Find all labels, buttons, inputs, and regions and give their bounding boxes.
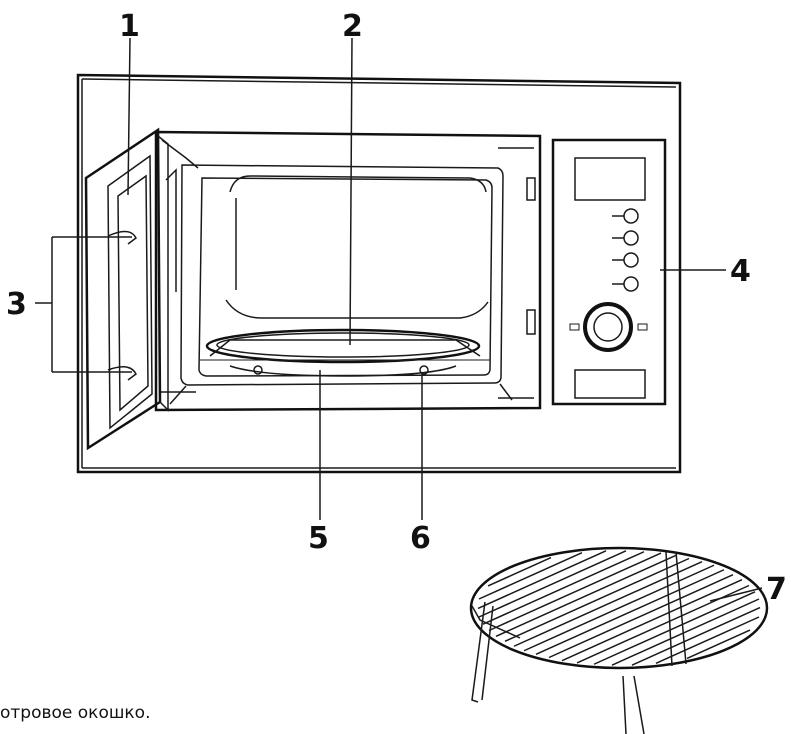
rack-bar: [561, 578, 743, 662]
callout-5: 5: [308, 521, 329, 556]
display-window: [574, 157, 646, 201]
oven-frame: [76, 73, 682, 474]
control-buttons: [612, 208, 639, 292]
rack-bar: [548, 574, 734, 659]
rack-bar: [611, 598, 760, 666]
control-panel: [551, 138, 667, 406]
callout-6: 6: [410, 521, 431, 556]
callout-7: 7: [766, 572, 787, 607]
rack-bar: [593, 591, 756, 665]
rack-bar: [495, 554, 677, 638]
rack-bar: [504, 557, 690, 642]
rack-bar: [478, 551, 583, 600]
rack-bar: [482, 551, 645, 625]
leader-7: [709, 587, 763, 602]
rack-bar: [513, 560, 703, 647]
callout-1: 1: [119, 9, 140, 44]
door-release-button: [574, 369, 646, 399]
oven-door: [84, 127, 199, 451]
glass-turntable: [205, 328, 481, 364]
oven-cavity: [154, 130, 542, 412]
rack-bar: [477, 550, 607, 610]
rack-bar: [488, 552, 662, 632]
control-knob: [569, 302, 648, 352]
callout-3: 3: [6, 287, 27, 322]
roller-ring: [200, 359, 490, 377]
callout-4: 4: [730, 254, 751, 289]
leader-1: [127, 37, 131, 196]
caption-text: отровое окошко.: [0, 703, 151, 723]
rack-bar: [478, 550, 627, 618]
rack-bar: [686, 629, 751, 660]
leader-lines: [35, 37, 763, 602]
leader-3: [35, 236, 132, 373]
metal-rack: [469, 546, 769, 734]
rack-bar: [535, 569, 725, 656]
rack-bar: [631, 606, 761, 666]
rack-bar: [655, 616, 760, 665]
leader-2: [349, 37, 353, 346]
rack-bar: [487, 556, 552, 587]
callout-2: 2: [342, 9, 363, 44]
rack-bar: [523, 564, 715, 652]
